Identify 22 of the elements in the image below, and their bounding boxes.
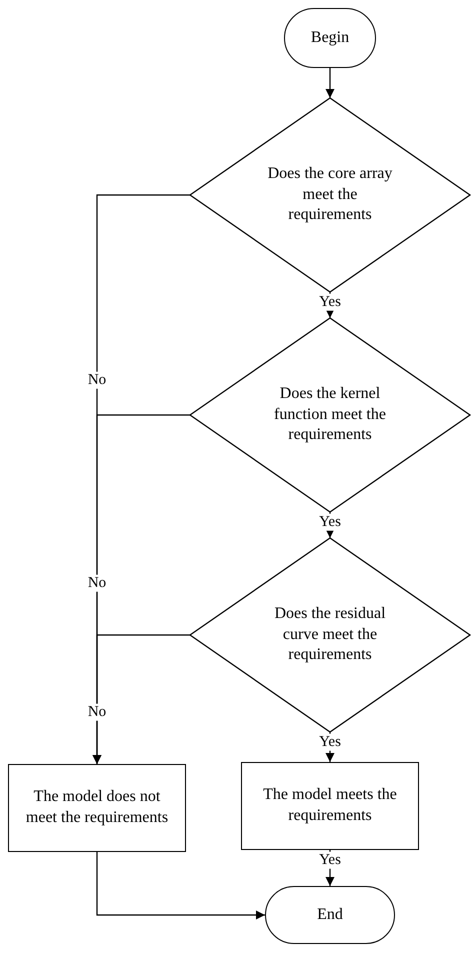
edge-label: No — [86, 372, 108, 388]
edge-label: Yes — [318, 294, 342, 310]
node-text: The model meets the requirements — [262, 785, 398, 826]
edge-label: Yes — [318, 514, 342, 530]
node-text: End — [317, 904, 343, 925]
node-text: Does the core array meet the requirements — [266, 164, 394, 226]
arrow — [96, 852, 265, 920]
process-box — [8, 764, 186, 852]
arrow — [92, 634, 190, 764]
decision-diamond — [190, 98, 470, 292]
edge-label: Yes — [318, 852, 342, 868]
edge-label: Yes — [318, 734, 342, 750]
edge-label: No — [86, 574, 108, 592]
process-box — [241, 762, 419, 850]
node-text: Begin — [310, 28, 350, 48]
arrow — [326, 68, 334, 98]
node-text: The model does not meet the requirements — [24, 787, 170, 828]
decision-diamond — [190, 538, 470, 732]
node-text: Does the residual curve meet the requirements — [273, 604, 387, 666]
edge-label: No — [86, 704, 108, 720]
node-text: Does the kernel function meet the requirements — [273, 384, 387, 446]
decision-diamond — [190, 318, 470, 512]
